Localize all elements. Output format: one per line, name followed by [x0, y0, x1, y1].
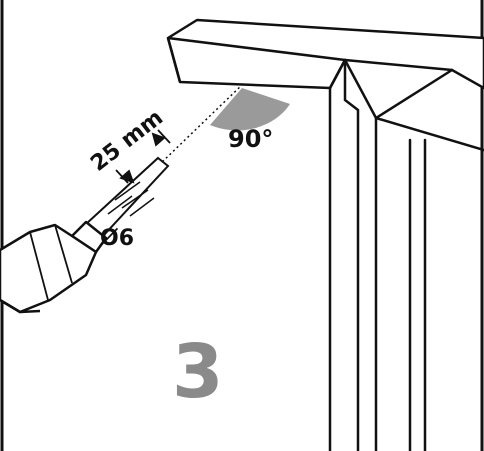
- depth-ext-line-far: [157, 129, 171, 144]
- right-angle-marker: [210, 88, 290, 131]
- power-drill: [0, 220, 108, 314]
- step-number: 3: [172, 329, 224, 415]
- tabletop-bottom-edge: [167, 36, 346, 62]
- angle-label: 90°: [228, 125, 273, 153]
- side-panel: [328, 58, 484, 451]
- drill-bit-flutes: [107, 181, 155, 217]
- tabletop-front-edge: [166, 37, 182, 83]
- side-panel-top-edge: [374, 68, 454, 120]
- depth-arrow-near: [119, 169, 135, 184]
- drill-chuck-grooves: [29, 224, 73, 301]
- rail-top-edge: [374, 116, 484, 152]
- tabletop: [166, 18, 484, 90]
- depth-arrow-far: [151, 132, 166, 147]
- depth-dimension: [115, 129, 171, 184]
- drill-axis-guide: [159, 83, 244, 165]
- tabletop-corner-edge: [328, 59, 347, 89]
- side-panel-inner-edge: [343, 58, 378, 451]
- drill-body-edge: [0, 298, 41, 314]
- panel-thickness-edge: [343, 58, 360, 451]
- diameter-label: Ø6: [100, 226, 134, 251]
- tabletop-panel: [166, 18, 484, 90]
